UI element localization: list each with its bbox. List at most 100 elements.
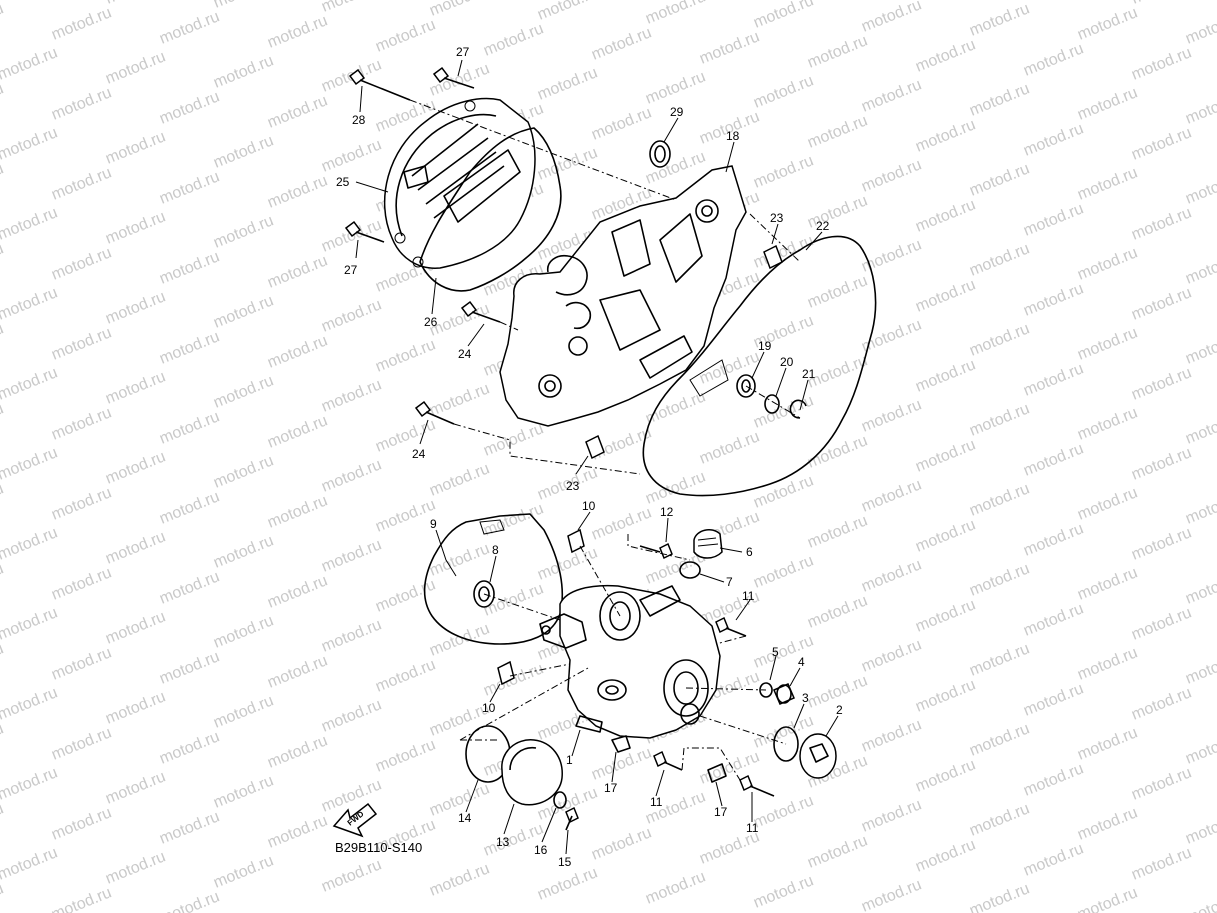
watermark-text: motod.ru <box>0 800 6 839</box>
watermark-text: motod.ru <box>319 856 384 895</box>
callout-7: 7 <box>726 575 733 589</box>
watermark-text: motod.ru <box>1075 84 1140 123</box>
watermark-text: motod.ru <box>0 720 6 759</box>
watermark-text: motod.ru <box>319 696 384 735</box>
watermark-text: motod.ru <box>1129 364 1194 403</box>
watermark-text: motod.ru <box>373 656 438 695</box>
watermark-text: motod.ru <box>427 620 492 659</box>
watermark-text: motod.ru <box>1129 284 1194 323</box>
watermark-text: motod.ru <box>1075 164 1140 203</box>
watermark-text: motod.ru <box>373 736 438 775</box>
callout-23b: 23 <box>566 479 580 493</box>
o-ring <box>759 682 773 698</box>
watermark-text: motod.ru <box>859 76 924 115</box>
watermark-text: motod.ru <box>49 164 114 203</box>
watermark-text: motod.ru <box>265 252 330 291</box>
watermark-text: motod.ru <box>0 400 6 439</box>
callout-2: 2 <box>836 703 843 717</box>
watermark-text: motod.ru <box>859 0 924 36</box>
bolt <box>653 750 683 771</box>
watermark-text: motod.ru <box>1183 408 1217 447</box>
callout-17b: 17 <box>714 805 728 819</box>
watermark-text: motod.ru <box>751 632 816 671</box>
callout-27b: 27 <box>344 263 358 277</box>
watermark-text: motod.ru <box>967 0 1032 39</box>
watermark-text: motod.ru <box>1129 684 1194 723</box>
watermark-text: motod.ru <box>1183 888 1217 913</box>
watermark-text: motod.ru <box>0 444 60 483</box>
watermark-text: motod.ru <box>1075 724 1140 763</box>
callout-labels: 1 2 3 4 5 6 7 8 9 10 10 11 11 11 12 13 1… <box>336 45 843 869</box>
watermark-text: motod.ru <box>103 128 168 167</box>
crankcase-cover <box>499 165 747 427</box>
watermark-text: motod.ru <box>967 640 1032 679</box>
watermark-text: motod.ru <box>0 320 6 359</box>
watermark-text: motod.ru <box>319 536 384 575</box>
watermark-text: motod.ru <box>967 800 1032 839</box>
callout-4: 4 <box>798 655 805 669</box>
watermark-text: motod.ru <box>859 796 924 835</box>
watermark-text: motod.ru <box>0 844 60 883</box>
watermark-text: motod.ru <box>859 316 924 355</box>
watermark-text: motod.ru <box>211 212 276 251</box>
watermark-text: motod.ru <box>211 52 276 91</box>
watermark-text: motod.ru <box>481 420 546 459</box>
watermark-text: motod.ru <box>967 480 1032 519</box>
callout-20: 20 <box>780 355 794 369</box>
watermark-text: motod.ru <box>319 456 384 495</box>
callout-11a: 11 <box>742 589 755 603</box>
watermark-text: motod.ru <box>103 368 168 407</box>
watermark-text: motod.ru <box>265 412 330 451</box>
watermark-text: motod.ru <box>697 28 762 67</box>
watermark-text: motod.ru <box>751 552 816 591</box>
watermark-text: motod.ru <box>265 492 330 531</box>
watermark-text: motod.ru <box>1183 728 1217 767</box>
watermark-text: motod.ru <box>0 480 6 519</box>
watermark-text: motod.ru <box>265 652 330 691</box>
watermark-text: motod.ru <box>859 876 924 913</box>
watermark-text: motod.ru <box>1075 404 1140 443</box>
upper-assembly <box>344 66 877 497</box>
watermark-text: motod.ru <box>751 792 816 831</box>
watermark-text: motod.ru <box>805 112 870 151</box>
watermark-text: motod.ru <box>49 484 114 523</box>
watermark-text: motod.ru <box>1129 844 1194 883</box>
right-crankcase-cover <box>539 584 721 739</box>
watermark-text: motod.ru <box>211 132 276 171</box>
watermark-text: motod.ru <box>967 320 1032 359</box>
watermark-text: motod.ru <box>211 852 276 891</box>
dowel-pin <box>763 244 783 270</box>
callout-19: 19 <box>758 339 772 353</box>
watermark-text: motod.ru <box>751 72 816 111</box>
watermark-text: motod.ru <box>1021 360 1086 399</box>
watermark-text: motod.ru <box>0 204 60 243</box>
bolt <box>344 220 385 243</box>
watermark-text: motod.ru <box>157 248 222 287</box>
watermark-text: motod.ru <box>211 612 276 651</box>
callout-29: 29 <box>670 105 684 119</box>
bolt <box>414 400 455 425</box>
watermark-text: motod.ru <box>643 0 708 28</box>
watermark-text: motod.ru <box>103 608 168 647</box>
watermark-text: motod.ru <box>1075 564 1140 603</box>
watermark-text: motod.ru <box>49 724 114 763</box>
hose-clamp <box>707 763 727 783</box>
watermark-text: motod.ru <box>427 540 492 579</box>
watermark-text: motod.ru <box>157 808 222 847</box>
watermark-text: motod.ru <box>265 812 330 851</box>
watermark-text: motod.ru <box>373 16 438 55</box>
watermark-text: motod.ru <box>0 880 6 913</box>
watermark-text: motod.ru <box>859 396 924 435</box>
watermark-text: motod.ru <box>751 392 816 431</box>
watermark-text: motod.ru <box>211 692 276 731</box>
watermark-text: motod.ru <box>211 372 276 411</box>
watermark-text: motod.ru <box>535 0 600 24</box>
watermark-text: motod.ru <box>0 604 60 643</box>
watermark-text: motod.ru <box>643 468 708 507</box>
watermark-text: motod.ru <box>643 68 708 107</box>
dowel-pin <box>585 434 605 460</box>
bolt <box>348 68 411 101</box>
watermark-text: motod.ru <box>589 24 654 63</box>
dowel-pin <box>497 660 515 686</box>
